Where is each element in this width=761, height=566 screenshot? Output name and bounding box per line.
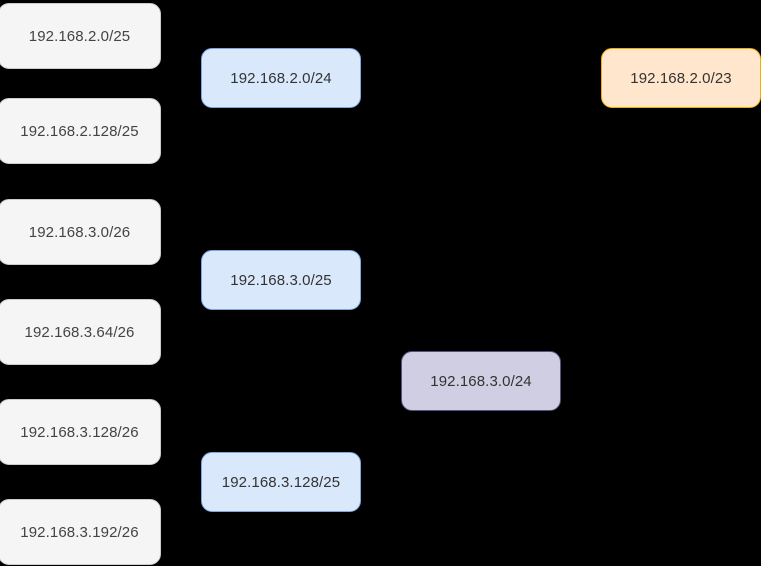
subnet-node-192-168-3-0-26[interactable]: 192.168.3.0/26 [0,199,161,265]
subnet-node-192-168-3-128-25[interactable]: 192.168.3.128/25 [201,452,361,512]
subnet-node-label: 192.168.2.0/24 [230,69,332,87]
subnet-node-label: 192.168.3.0/24 [430,372,532,390]
subnet-node-192-168-3-0-24[interactable]: 192.168.3.0/24 [401,351,561,411]
subnet-node-192-168-3-128-26[interactable]: 192.168.3.128/26 [0,399,161,465]
subnet-node-label: 192.168.2.0/25 [28,27,131,45]
subnet-node-192-168-3-192-26[interactable]: 192.168.3.192/26 [0,499,161,565]
subnet-node-192-168-2-128-25[interactable]: 192.168.2.128/25 [0,98,161,164]
subnet-node-192-168-2-0-25[interactable]: 192.168.2.0/25 [0,3,161,69]
subnet-node-label: 192.168.2.0/23 [630,69,732,87]
subnet-node-192-168-2-0-24[interactable]: 192.168.2.0/24 [201,48,361,108]
subnet-node-label: 192.168.3.128/25 [221,473,341,491]
subnet-node-label: 192.168.2.128/25 [20,122,139,140]
subnet-node-label: 192.168.3.192/26 [20,523,139,541]
subnet-node-label: 192.168.3.0/25 [230,271,332,289]
subnet-node-label: 192.168.3.128/26 [20,423,139,441]
subnet-node-192-168-3-64-26[interactable]: 192.168.3.64/26 [0,299,161,365]
subnet-node-label: 192.168.3.0/26 [28,223,131,241]
subnet-node-192-168-2-0-23[interactable]: 192.168.2.0/23 [601,48,761,108]
subnet-node-192-168-3-0-25[interactable]: 192.168.3.0/25 [201,250,361,310]
subnet-node-label: 192.168.3.64/26 [24,323,135,341]
